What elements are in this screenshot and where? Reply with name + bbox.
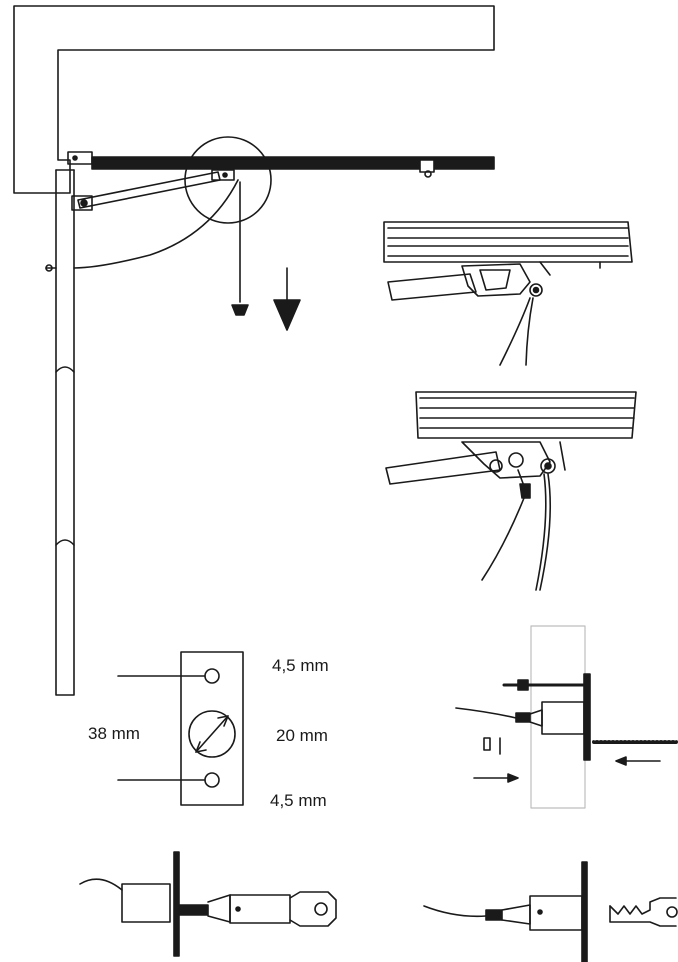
trolley-detail-2 [385,391,637,591]
trolley-detail-1 [383,221,633,366]
center-hole-diameter-label: 20 mm [276,726,328,745]
release-cord [73,179,249,316]
right-arrow-icon [473,773,519,783]
down-arrow-icon [273,267,301,331]
bottom-hole [204,772,220,788]
drill-template [117,651,244,806]
lock-with-key [79,851,337,957]
garage-door-panel [45,169,75,696]
top-hole-diameter-label: 4,5 mm [272,656,329,675]
opener-rail [67,151,495,178]
bottom-hole-diameter-label: 4,5 mm [270,791,327,810]
lock-assembly-exploded [455,625,678,809]
top-hole [204,668,220,684]
detail-circle [184,136,272,224]
center-hole [188,710,236,758]
garage-wall-outline [13,5,495,194]
left-arrow-icon [615,756,661,766]
lock-key-removed [423,861,678,962]
door-arm [71,169,235,211]
template-height-label: 38 mm [88,724,140,743]
